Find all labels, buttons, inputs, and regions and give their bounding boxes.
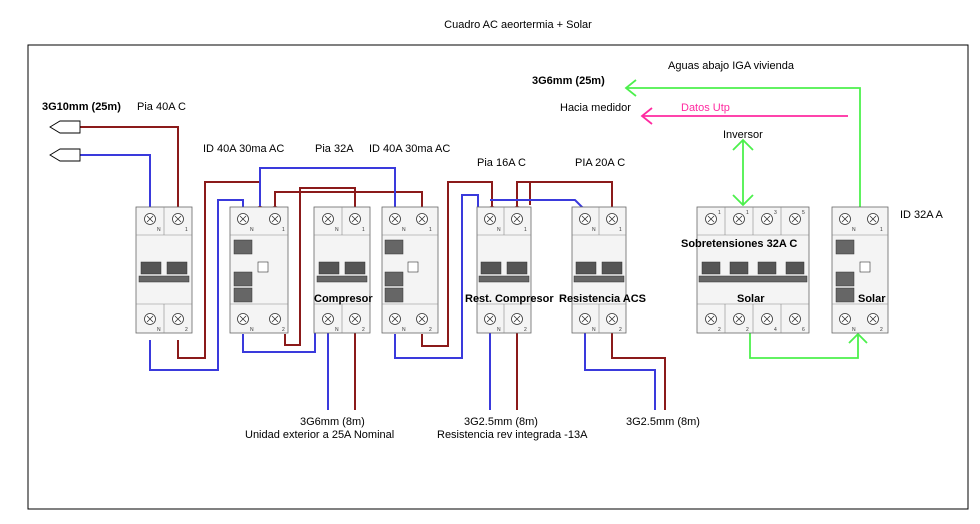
svg-text:2: 2 [524,327,527,333]
svg-text:N: N [497,327,501,333]
svg-text:1: 1 [282,227,285,233]
svg-text:N: N [335,327,339,333]
rcd-id2-40a [381,206,439,334]
breaker-compresor-32a [313,206,371,334]
label-resistencia-acs: Resistencia ACS [559,293,646,305]
svg-text:2: 2 [429,327,432,333]
breaker-resistencia-acs-20a [571,206,627,334]
label-solar-1: Solar [737,293,765,305]
label-pia32: Pia 32A [315,143,354,155]
svg-text:2: 2 [619,327,622,333]
svg-text:1: 1 [746,210,749,216]
label-supply-cable: 3G10mm (25m) [42,101,121,113]
supply-terminals [49,120,81,162]
svg-text:N: N [157,327,161,333]
label-id2: ID 40A 30ma AC [369,143,450,155]
svg-text:N: N [592,227,596,233]
svg-text:6: 6 [802,327,805,333]
rcd-id1-40a [229,206,289,334]
svg-text:N: N [497,227,501,233]
breaker-main-40a [135,206,193,334]
label-datos: Datos Utp [681,102,730,114]
label-out2-cable: 3G2.5mm (8m) [464,416,538,428]
neutral-wires [80,154,656,410]
label-aguas: Aguas abajo IGA vivienda [668,60,795,72]
label-pia-main: Pia 40A C [137,101,186,113]
svg-text:N: N [335,227,339,233]
svg-text:1: 1 [718,210,721,216]
surge-protector-32a [696,206,810,334]
diagram-title: Cuadro AC aeortermia + Solar [444,19,592,31]
svg-text:1: 1 [619,227,622,233]
svg-text:N: N [250,327,254,333]
label-out1-cable: 3G6mm (8m) [300,416,365,428]
svg-text:1: 1 [362,227,365,233]
svg-text:2: 2 [880,327,883,333]
svg-text:N: N [592,327,596,333]
svg-text:N: N [402,327,406,333]
label-solar-2: Solar [858,293,886,305]
label-pia16: Pia 16A C [477,157,526,169]
svg-text:N: N [402,227,406,233]
svg-text:4: 4 [774,327,777,333]
svg-text:1: 1 [185,227,188,233]
svg-text:1: 1 [429,227,432,233]
label-cable-house: 3G6mm (25m) [532,75,605,87]
breaker-rest-compresor-16a [476,206,532,334]
label-inversor: Inversor [723,129,763,141]
label-out3-cable: 3G2.5mm (8m) [626,416,700,428]
solar-lines [624,79,868,359]
rcd-solar-32a [831,206,889,334]
panel-frame [27,44,969,510]
svg-text:1: 1 [880,227,883,233]
svg-text:N: N [250,227,254,233]
label-out2-desc: Resistencia rev integrada -13A [437,429,588,441]
svg-text:2: 2 [746,327,749,333]
svg-text:N: N [852,327,856,333]
label-rest-compresor: Rest. Compresor [465,293,554,305]
label-id32: ID 32A A [900,209,943,221]
svg-text:2: 2 [362,327,365,333]
label-medidor: Hacia medidor [560,102,631,114]
label-compresor: Compresor [314,293,373,305]
svg-text:1: 1 [524,227,527,233]
svg-text:3: 3 [774,210,777,216]
svg-text:2: 2 [718,327,721,333]
label-pia20: PIA 20A C [575,157,625,169]
svg-text:2: 2 [185,327,188,333]
label-out1-desc: Unidad exterior a 25A Nominal [245,429,394,441]
svg-text:N: N [157,227,161,233]
label-id1: ID 40A 30ma AC [203,143,284,155]
svg-text:N: N [852,227,856,233]
terminal-marks: N 1 N 2 N 1 N 2 N 1 N 2 N 1 N 2 N 1 N 2 … [157,210,883,333]
svg-text:2: 2 [282,327,285,333]
data-line [640,107,848,125]
label-sobretensiones: Sobretensiones 32A C [681,238,797,250]
svg-text:5: 5 [802,210,805,216]
